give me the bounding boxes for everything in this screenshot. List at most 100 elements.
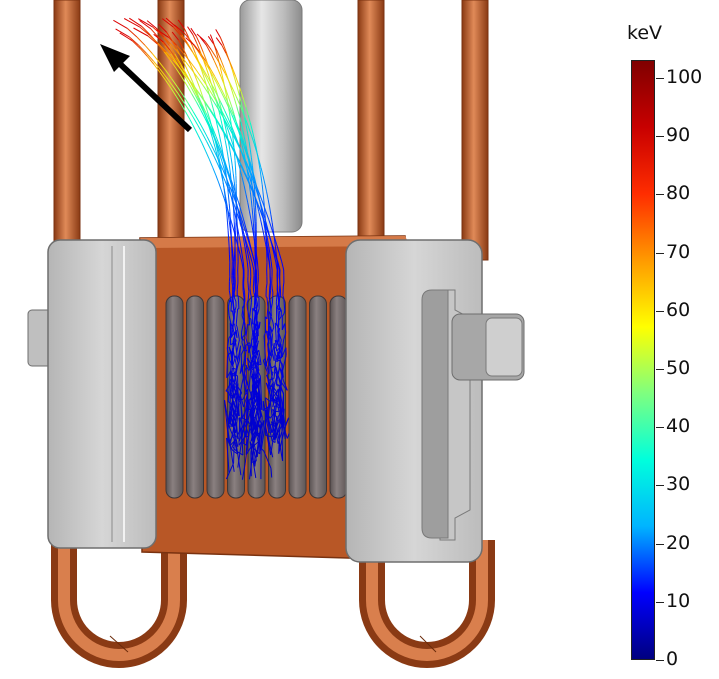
track-segment bbox=[138, 18, 154, 28]
track-segment bbox=[258, 211, 262, 220]
track-segment bbox=[244, 147, 248, 156]
track-segment bbox=[231, 398, 238, 426]
track-segment bbox=[218, 182, 223, 192]
track-segment bbox=[217, 107, 221, 116]
track-segment bbox=[223, 67, 228, 76]
track-segment bbox=[242, 388, 249, 400]
track-segment bbox=[209, 110, 217, 120]
track-segment bbox=[247, 245, 251, 255]
track-segment bbox=[249, 161, 253, 170]
track-segment bbox=[115, 28, 130, 38]
track-segment bbox=[273, 355, 277, 372]
track-segment bbox=[133, 27, 149, 37]
track-segment bbox=[226, 170, 230, 179]
track-segment bbox=[190, 27, 197, 37]
track-segment bbox=[276, 244, 280, 254]
track-segment bbox=[144, 44, 153, 54]
track-segment bbox=[270, 335, 273, 356]
track-segment bbox=[255, 184, 259, 193]
track-segment bbox=[263, 330, 267, 336]
track-segment bbox=[250, 420, 259, 453]
track-segment bbox=[266, 371, 272, 401]
track-segment bbox=[234, 331, 236, 338]
track-segment bbox=[276, 322, 280, 332]
track-segment bbox=[179, 61, 185, 71]
track-segment bbox=[271, 245, 275, 255]
track-segment bbox=[234, 77, 238, 86]
track-segment bbox=[201, 68, 207, 78]
track-segment bbox=[192, 81, 197, 90]
track-segment bbox=[251, 261, 255, 271]
track-segment bbox=[222, 116, 226, 126]
track-segment bbox=[270, 348, 275, 361]
track-segment bbox=[267, 246, 269, 255]
track-segment bbox=[180, 70, 187, 80]
track-segment bbox=[205, 112, 210, 121]
track-segment bbox=[265, 283, 268, 289]
track-segment bbox=[220, 102, 226, 112]
track-segment bbox=[236, 85, 240, 94]
track-segment bbox=[227, 140, 231, 150]
track-segment bbox=[195, 89, 200, 99]
track-segment bbox=[238, 392, 243, 399]
track-segment bbox=[224, 140, 228, 149]
track-segment bbox=[240, 222, 243, 231]
track-segment bbox=[226, 214, 228, 223]
track-segment bbox=[245, 161, 248, 170]
track-segment bbox=[253, 310, 256, 324]
colorbar-tick-mark bbox=[656, 78, 664, 79]
track-segment bbox=[194, 53, 199, 62]
track-segment bbox=[268, 219, 272, 229]
track-segment bbox=[272, 245, 276, 255]
track-segment bbox=[250, 332, 254, 345]
detector-scene bbox=[27, 0, 525, 668]
track-segment bbox=[201, 95, 206, 104]
track-segment bbox=[253, 181, 256, 190]
track-segment bbox=[227, 222, 229, 231]
track-segment bbox=[194, 95, 201, 104]
track-segment bbox=[185, 37, 195, 46]
track-segment bbox=[171, 78, 178, 88]
track-segment bbox=[236, 295, 239, 297]
track-segment bbox=[241, 367, 247, 394]
track-segment bbox=[240, 164, 246, 174]
track-segment bbox=[176, 45, 184, 54]
track-segment bbox=[157, 43, 167, 53]
track-segment bbox=[234, 338, 237, 341]
track-segment bbox=[229, 382, 235, 389]
track-segment bbox=[242, 169, 248, 179]
track-segment bbox=[237, 295, 240, 309]
track-segment bbox=[221, 73, 225, 82]
track-segment bbox=[150, 28, 159, 38]
track-segment bbox=[241, 320, 245, 333]
track-segment bbox=[215, 136, 220, 145]
track-segment bbox=[192, 117, 199, 126]
track-segment bbox=[242, 129, 245, 138]
track-segment bbox=[210, 144, 216, 154]
track-segment bbox=[280, 339, 285, 359]
colorbar-tick-mark bbox=[656, 136, 664, 138]
track-segment bbox=[231, 128, 234, 137]
track-segment bbox=[228, 203, 231, 212]
track-segment bbox=[172, 26, 181, 36]
track-segment bbox=[227, 230, 230, 239]
track-segment bbox=[263, 236, 267, 245]
colorbar-unit: keV bbox=[627, 22, 663, 44]
track-segment bbox=[196, 95, 202, 105]
track-segment bbox=[276, 262, 279, 271]
track-segment bbox=[180, 65, 187, 74]
track-segment bbox=[201, 143, 207, 152]
track-segment bbox=[270, 316, 274, 323]
track-segment bbox=[271, 376, 274, 383]
track-segment bbox=[224, 400, 229, 423]
track-segment bbox=[119, 32, 133, 42]
track-segment bbox=[238, 114, 242, 123]
track-segment bbox=[209, 108, 216, 117]
track-segment bbox=[237, 387, 243, 394]
track-segment bbox=[260, 207, 264, 216]
track-segment bbox=[180, 56, 186, 66]
track-segment bbox=[139, 26, 150, 36]
track-segment bbox=[242, 306, 245, 317]
track-segment bbox=[231, 90, 235, 99]
track-segment bbox=[175, 68, 183, 78]
